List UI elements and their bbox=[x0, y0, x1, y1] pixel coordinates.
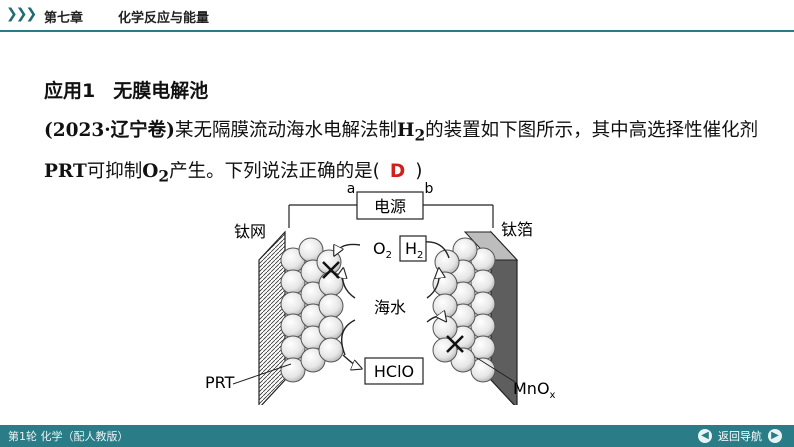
prt-label: PRT bbox=[44, 160, 87, 182]
h2-box bbox=[399, 235, 427, 262]
seawater-label: 海水 bbox=[374, 298, 406, 317]
hclo-box bbox=[364, 357, 424, 385]
left-catalyst-balls bbox=[280, 237, 344, 383]
terminal-a: a bbox=[347, 181, 356, 197]
next-icon[interactable]: ▶ bbox=[768, 429, 782, 443]
question-part-5: ) bbox=[415, 160, 423, 182]
question-part-3: 可抑制 bbox=[86, 160, 143, 182]
prev-icon[interactable]: ◀ bbox=[698, 429, 712, 443]
arrow-seawater-right-up bbox=[426, 270, 439, 299]
book-label: 第1轮 化学（配人教版） bbox=[8, 430, 129, 443]
header-divider bbox=[0, 30, 794, 32]
h2-label: H2 bbox=[405, 239, 423, 261]
section-label: 应用1 bbox=[44, 80, 96, 102]
question-part-4: 产生。下列说法正确的是( bbox=[169, 160, 380, 182]
power-source-label: 电源 bbox=[374, 197, 406, 216]
question-part-1: 某无隔膜流动海水电解法制 bbox=[174, 120, 397, 141]
answer: D bbox=[389, 160, 406, 182]
arrow-seawater-right-down bbox=[426, 316, 445, 322]
question-part-2: 的装置如下图所示，其中高选择性催化剂 bbox=[425, 120, 759, 141]
chapter-title: 化学反应与能量 bbox=[118, 11, 210, 26]
terminal-b: b bbox=[425, 181, 434, 197]
section-title: 无膜电解池 bbox=[113, 80, 209, 102]
back-nav-link[interactable]: 返回导航 bbox=[718, 430, 762, 443]
h2-formula: H2 bbox=[396, 120, 426, 145]
top-bar: ❯❯❯ 第七章 化学反应与能量 bbox=[0, 0, 794, 30]
chapter-label: 第七章 bbox=[44, 11, 84, 26]
o2-formula: O2 bbox=[142, 160, 170, 186]
section-heading: 应用1 无膜电解池 bbox=[44, 76, 208, 103]
right-catalyst-balls bbox=[432, 237, 496, 383]
question-text: (2023·辽宁卷)某无隔膜流动海水电解法制H2的装置如下图所示，其中高选择性催… bbox=[44, 113, 764, 194]
prt-diagram-label: PRT bbox=[205, 373, 235, 392]
power-source-box bbox=[356, 191, 424, 220]
electrolysis-diagram: 电源 a b 钛网 钛箔 bbox=[205, 181, 556, 405]
right-electrode-label: 钛箔 bbox=[501, 220, 533, 239]
question-source: (2023·辽宁卷) bbox=[44, 120, 175, 141]
o2-label: O2 bbox=[373, 239, 392, 261]
blocked-x-marks bbox=[322, 261, 464, 353]
left-electrode bbox=[258, 230, 286, 405]
left-electrode-label: 钛网 bbox=[234, 222, 266, 241]
arrow-hclo-left bbox=[342, 354, 360, 368]
arrow-seawater-left-up bbox=[343, 270, 356, 299]
arrow-seawater-left-down bbox=[341, 319, 356, 356]
hclo-label: HClO bbox=[374, 362, 414, 381]
chevron-icon: ❯❯❯ bbox=[6, 6, 37, 22]
mnox-label: MnOx bbox=[513, 379, 556, 401]
footer-bar: 第1轮 化学（配人教版） ◀ 返回导航 ▶ bbox=[0, 425, 794, 447]
footer-nav: ◀ 返回导航 ▶ bbox=[698, 428, 782, 444]
arrow-o2-left bbox=[335, 243, 361, 254]
